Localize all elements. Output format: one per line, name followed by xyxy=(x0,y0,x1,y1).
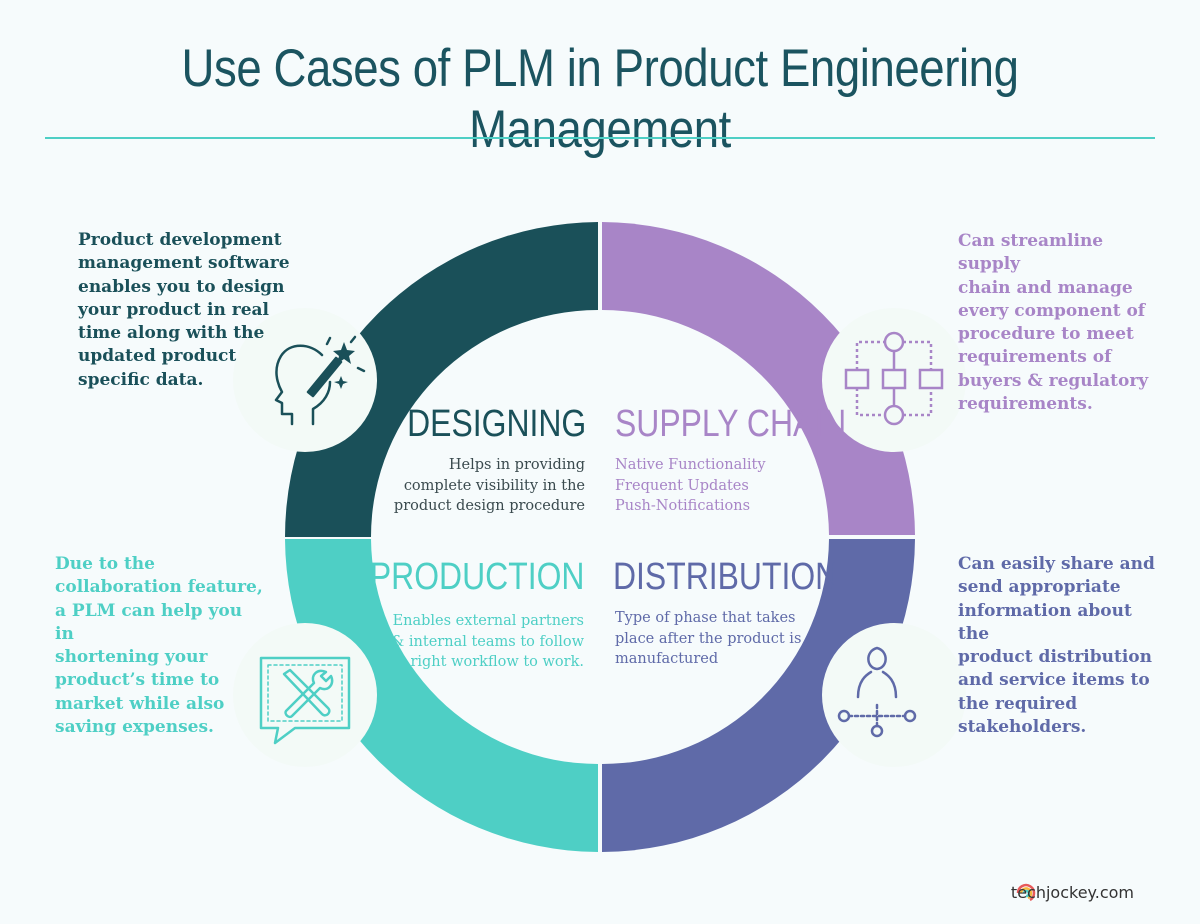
production-title: PRODUCTION xyxy=(369,556,584,598)
title-divider xyxy=(45,137,1155,139)
icon-disc-distribution xyxy=(822,623,966,767)
supply-chain-description: Native Functionality Frequent Updates Pu… xyxy=(615,457,766,514)
ring-segment-supply xyxy=(602,222,915,535)
flowchart-icon xyxy=(844,331,944,426)
head-magic-wand-icon xyxy=(274,335,366,426)
ring-segment-distribution xyxy=(602,539,915,852)
designing-title: DESIGNING xyxy=(406,403,586,445)
ring-segment-production xyxy=(285,539,598,852)
ring-segment-designing xyxy=(285,222,598,537)
designing-description: Helps in providing complete visibility i… xyxy=(393,457,585,514)
brand-logo-icon xyxy=(1016,883,1036,902)
brand-name: techjockey.com xyxy=(1010,883,1134,902)
distribution-description: Type of phase that takes place after the… xyxy=(615,610,802,667)
distribution-title: DISTRIBUTION xyxy=(613,556,839,598)
tools-chat-icon xyxy=(259,656,351,745)
production-description: Enables external partners & internal tea… xyxy=(391,613,584,670)
icon-disc-designing xyxy=(233,308,377,452)
supply-chain-title: SUPPLY CHAIN xyxy=(615,403,847,445)
supply-chain-side-text: Can streamline supply chain and manage e… xyxy=(958,231,1149,415)
production-side-text: Due to the collaboration feature, a PLM … xyxy=(55,554,263,738)
page-title: Use Cases of PLM in Product Engineering … xyxy=(181,39,1019,159)
brand-credit: techjockey.com xyxy=(1011,883,1134,902)
person-network-icon xyxy=(837,646,917,738)
distribution-side-text: Can easily share and send appropriate in… xyxy=(958,554,1155,738)
designing-side-text: Product development management software … xyxy=(78,230,290,390)
